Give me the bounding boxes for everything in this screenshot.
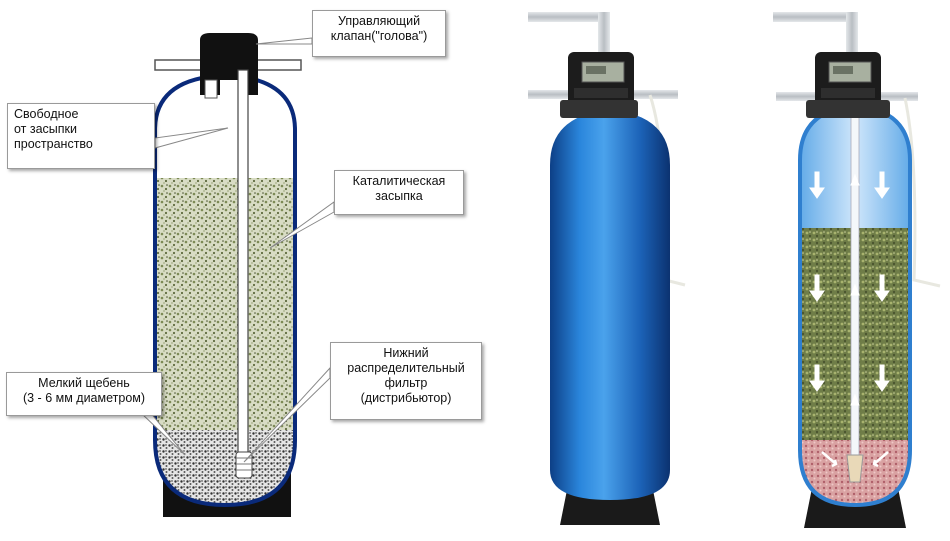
top-inlet-pipe (528, 12, 608, 22)
cutaway-tank (153, 33, 302, 517)
blue-filter-tank (528, 12, 686, 525)
transparent-filter-tank (773, 12, 941, 528)
callout-catalytic-line2: засыпка (375, 189, 423, 203)
callout-valve-line1: Управляющий (337, 14, 421, 28)
down-arrow-icon (874, 171, 890, 199)
left-tank-outline (153, 74, 297, 508)
callout-valve-line2: клапан("голова") (330, 29, 428, 43)
callout-free-line3: пространство (14, 137, 93, 151)
callout-distributor-line4: (дистрибьютор) (360, 391, 452, 405)
callout-free-line2: от засыпки (14, 122, 78, 136)
catalytic-media-layer (155, 178, 295, 433)
right-top-pipe (773, 12, 855, 22)
callout-catalytic-line1: Каталитическая (352, 174, 446, 188)
up-arrow-icon (850, 173, 860, 186)
callout-gravel-line1: Мелкий щебень (38, 376, 130, 390)
callout-control-valve: Управляющий клапан("голова") (312, 10, 446, 57)
callout-distributor-line1: Нижний (383, 346, 429, 360)
callout-distributor-line3: фильтр (384, 376, 428, 390)
blue-tank-body (550, 110, 670, 500)
callout-catalytic-media: Каталитическая засыпка (334, 170, 464, 215)
riser-tube (237, 69, 249, 456)
callout-free-line1: Свободное (14, 107, 79, 121)
down-arrow-icon (874, 274, 890, 302)
down-arrow-icon (872, 451, 889, 468)
down-arrow-icon (809, 364, 825, 392)
down-arrow-icon (809, 274, 825, 302)
down-arrow-icon (874, 364, 890, 392)
down-arrow-icon (809, 171, 825, 199)
callout-gravel: Мелкий щебень (3 - 6 мм диаметром) (6, 372, 162, 416)
callout-distributor-line2: распределительный (347, 361, 465, 375)
callout-free-space: Свободное от засыпки пространство (7, 103, 155, 169)
right-distributor (846, 454, 864, 483)
up-arrow-icon (850, 393, 860, 406)
up-arrow-icon (850, 283, 860, 296)
leader-lines (138, 37, 335, 463)
callout-distributor: Нижний распределительный фильтр (дистриб… (330, 342, 482, 420)
down-arrow-icon (821, 451, 838, 468)
callout-gravel-line2: (3 - 6 мм диаметром) (22, 391, 146, 405)
